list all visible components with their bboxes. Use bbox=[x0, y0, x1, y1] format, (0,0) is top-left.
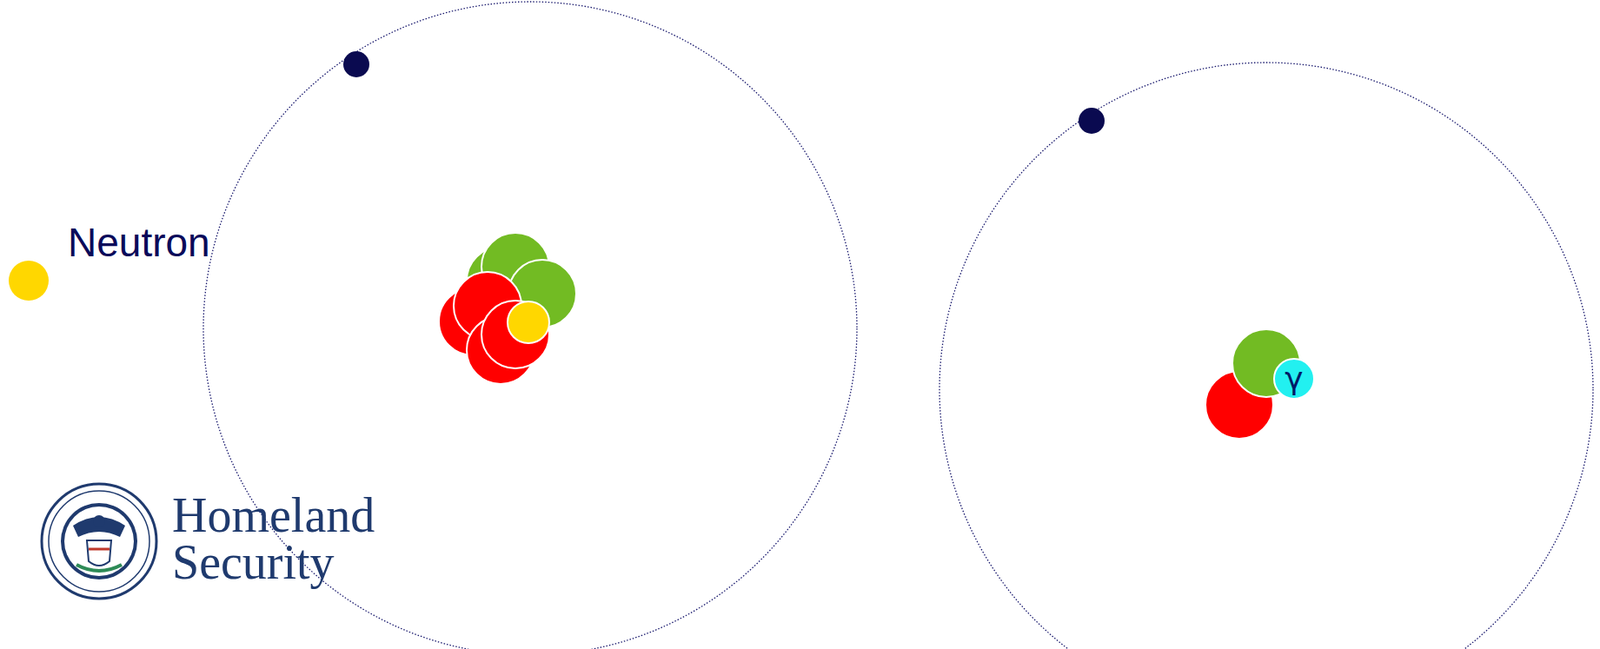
photon-symbol: γ bbox=[1284, 363, 1303, 395]
particle-label: Neutron bbox=[67, 219, 211, 266]
gamma-photon: γ bbox=[1273, 358, 1315, 400]
agency-logo-text: Homeland Security bbox=[172, 491, 451, 586]
electron-orbit bbox=[939, 62, 1594, 649]
electron bbox=[343, 51, 370, 78]
neutron bbox=[8, 260, 49, 301]
nucleus bbox=[438, 232, 577, 385]
electron bbox=[1078, 107, 1105, 134]
dhs-seal bbox=[41, 484, 157, 599]
photon-circle bbox=[1274, 358, 1315, 399]
